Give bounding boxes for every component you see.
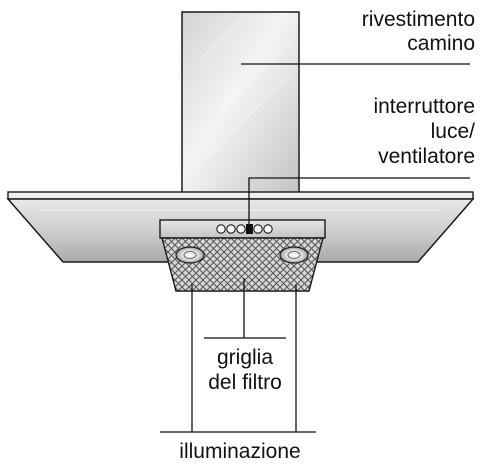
- switch-label-line1: interruttore: [373, 95, 475, 118]
- chimney-cover: [181, 11, 300, 196]
- filter-grille: [161, 237, 324, 292]
- switch-label-line3: ventilatore: [378, 145, 475, 168]
- control-panel: [159, 219, 326, 239]
- leader-lines: [160, 63, 470, 433]
- switch-leader: [248, 177, 470, 224]
- filter-grille-label-line1: griglia: [216, 346, 274, 369]
- control-button[interactable]: [263, 224, 273, 234]
- filter-grille-label-line2: del filtro: [208, 371, 282, 394]
- light-fan-switch[interactable]: [246, 224, 253, 234]
- switch-label-line2: luce/: [430, 120, 475, 143]
- control-button[interactable]: [216, 224, 226, 234]
- right-lamp: [279, 246, 309, 264]
- chimney-cover-label-line2: camino: [407, 32, 475, 55]
- left-lamp: [175, 246, 205, 264]
- chimney-cover-label-line1: rivestimento: [361, 8, 475, 31]
- control-button[interactable]: [236, 224, 246, 234]
- control-button[interactable]: [253, 224, 263, 234]
- lighting-label: illuminazione: [179, 440, 301, 463]
- control-button[interactable]: [226, 224, 236, 234]
